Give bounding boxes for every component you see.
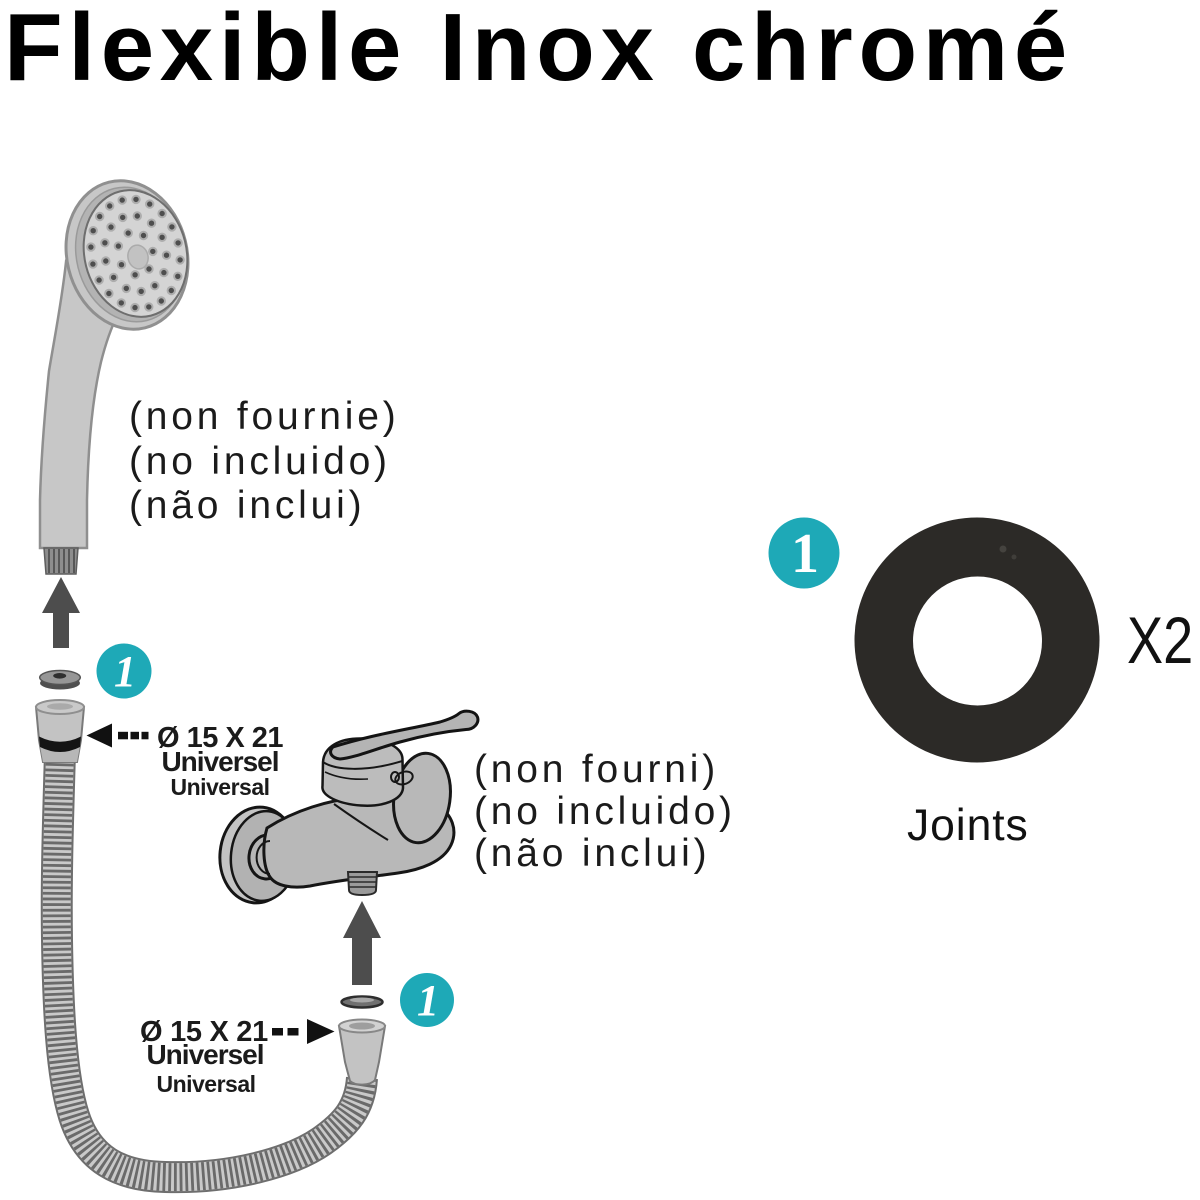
svg-text:1: 1 — [791, 523, 819, 585]
svg-text:1: 1 — [417, 976, 439, 1025]
svg-text:1: 1 — [114, 647, 136, 696]
